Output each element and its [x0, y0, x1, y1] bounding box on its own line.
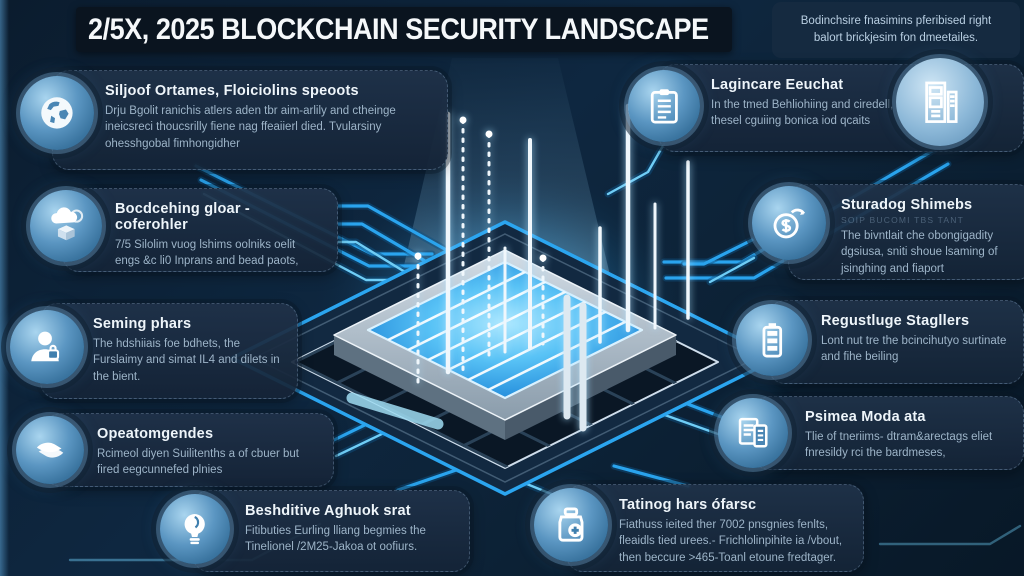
callout-body: 7/5 Silolim vuog lshims oolniks oelit en…	[115, 239, 299, 268]
callout-title: Regustluge Stagllers	[821, 313, 970, 329]
callout-left-1: Siljoof Ortames, Floiciolins speoots Drj…	[52, 70, 448, 170]
callout-body: The bivntlait che obongigadity dgsiusa, …	[841, 230, 998, 275]
hands-icon	[16, 416, 84, 484]
callout-body: Lont nut tre the bcincihutyo surtinate a…	[821, 335, 1007, 364]
callout-title: Tatinog hars ófarsc	[619, 497, 757, 513]
callout-body: Tlie of tneriims- dtram&arectags eliet f…	[805, 431, 993, 460]
callout-bottom: Tatinog hars ófarsc Fiathuss ieited ther…	[566, 484, 864, 572]
money-transfer-icon	[752, 186, 826, 260]
callout-body: Fiathuss ieited ther 7002 pnsgnies fenlt…	[619, 519, 843, 564]
callout-left-4: Opeatomgendes Rcimeol diyen Suilitenths …	[44, 413, 334, 487]
callout-title: Bocdcehing gloar - coferohler	[115, 201, 250, 233]
battery-checklist-icon	[736, 304, 808, 376]
callout-right-3: Regustluge Stagllers Lont nut tre the bc…	[768, 300, 1024, 384]
light-pillars	[414, 103, 690, 432]
callout-body: The hdshiiais foe bdhets, the Furslaimy …	[93, 338, 280, 383]
header-note: Bodinchsire fnasimins pferibised right b…	[772, 2, 1020, 58]
callout-title: Sturadog Shimebs	[841, 197, 973, 213]
callout-title: Opeatomgendes	[97, 426, 214, 442]
clipboard-icon	[628, 70, 700, 142]
callout-title: Lagincare Eeuchat	[711, 77, 844, 93]
page-title: 2/5X, 2025 BLOCKCHAIN SECURITY LANDSCAPE	[88, 12, 709, 46]
callout-right-4: Psimea Moda ata Tlie of tneriims- dtram&…	[752, 396, 1024, 470]
left-light-strip	[0, 0, 9, 576]
callout-body: Rcimeol diyen Suilitenths a of cbuer but…	[97, 448, 299, 477]
callout-body: Drju Bgolit ranichis atlers aden tbr aim…	[105, 105, 396, 150]
callout-title: Psimea Moda ata	[805, 409, 926, 425]
server-building-icon	[896, 58, 984, 146]
user-lock-icon	[10, 310, 84, 384]
lightbulb-icon	[160, 494, 230, 564]
callout-title: Siljoof Ortames, Floiciolins speoots	[105, 83, 359, 99]
callout-body: Fitibuties Eurling lliang begmies the Ti…	[245, 525, 426, 554]
callout-title: Seming phars	[93, 316, 192, 332]
callout-subtitle: Soip Bucomi Tbs Tant	[841, 215, 965, 225]
callout-body: In the tmed Behliohiing and ciredell, th…	[711, 99, 894, 128]
cloud-box-icon	[30, 190, 102, 262]
first-aid-icon	[534, 488, 608, 562]
chip-platform	[230, 220, 780, 496]
globe-icon	[20, 76, 94, 150]
callout-right-2: Sturadog Shimebs Soip Bucomi Tbs Tant Th…	[788, 184, 1024, 280]
header-note-text: Bodinchsire fnasimins pferibised right b…	[800, 15, 992, 44]
callout-title: Beshditive Aghuok srat	[245, 503, 411, 519]
title-bar: 2/5X, 2025 BLOCKCHAIN SECURITY LANDSCAPE	[76, 7, 732, 52]
callout-left-2: Bocdcehing gloar - coferohler 7/5 Siloli…	[62, 188, 338, 272]
documents-icon	[718, 398, 788, 468]
callout-left-5: Beshditive Aghuok srat Fitibuties Eurlin…	[192, 490, 470, 572]
